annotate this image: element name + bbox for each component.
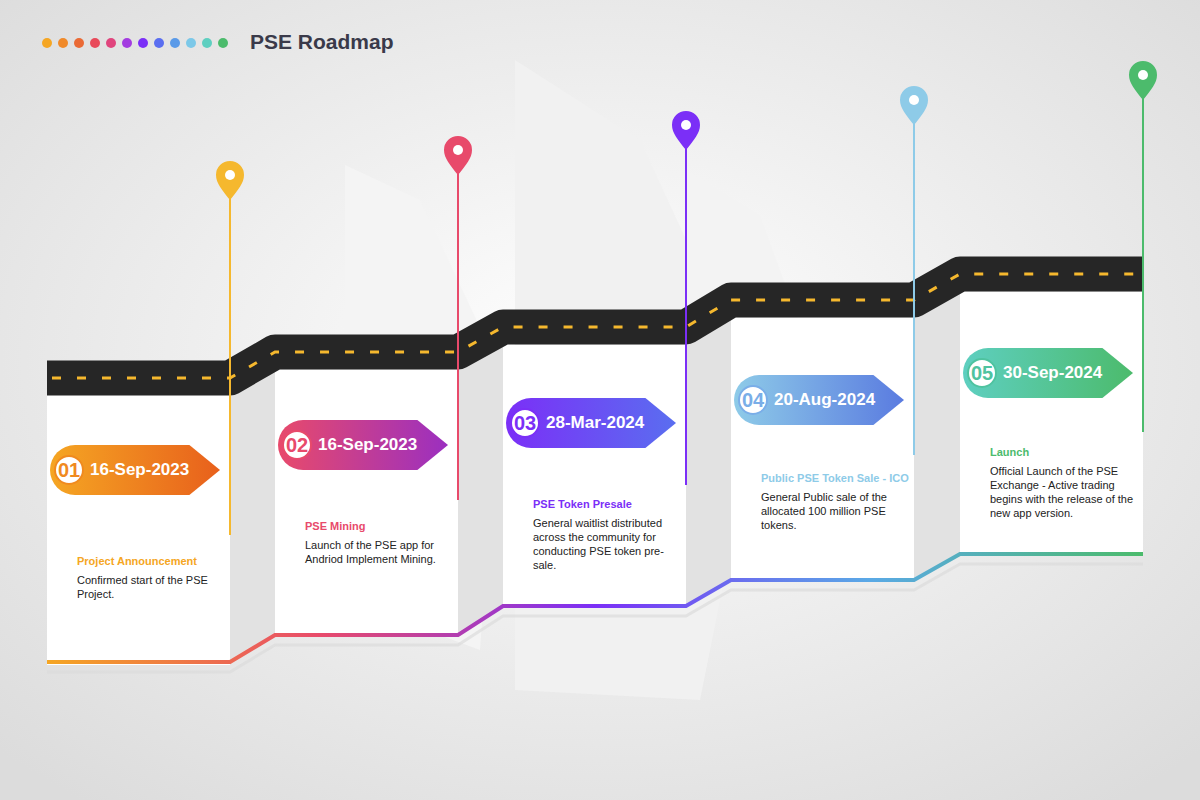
- date-arrow: 01 16-Sep-2023: [50, 445, 220, 495]
- step-heading: PSE Token Presale: [533, 498, 683, 510]
- step-description: General Public sale of the allocated 100…: [761, 490, 907, 532]
- roadmap-card: 01 16-Sep-2023Project AnnouncementConfirm…: [47, 395, 230, 662]
- step-heading: Public PSE Token Sale - ICO: [761, 472, 911, 484]
- step-date: 20-Aug-2024: [774, 390, 875, 410]
- diagram-title: PSE Roadmap: [250, 30, 394, 54]
- step-number: 04: [738, 385, 768, 415]
- step-number: 02: [282, 430, 312, 460]
- step-description: Launch of the PSE app for Andriod Implem…: [305, 538, 451, 566]
- date-arrow: 03 28-Mar-2024: [506, 398, 676, 448]
- roadmap-card: 04 20-Aug-2024Public PSE Token Sale - ICO…: [731, 318, 914, 580]
- step-description: Official Launch of the PSE Exchange - Ac…: [990, 464, 1136, 520]
- step-heading: Launch: [990, 446, 1140, 458]
- roadmap-card: 05 30-Sep-2024LaunchOfficial Launch of th…: [960, 292, 1143, 554]
- date-arrow: 04 20-Aug-2024: [734, 375, 904, 425]
- step-description: General waitlist distributed across the …: [533, 516, 679, 572]
- step-date: 28-Mar-2024: [546, 413, 644, 433]
- step-date: 16-Sep-2023: [90, 460, 189, 480]
- step-description: Confirmed start of the PSE Project.: [77, 573, 223, 601]
- step-date: 30-Sep-2024: [1003, 363, 1102, 383]
- step-heading: PSE Mining: [305, 520, 455, 532]
- step-number: 05: [967, 358, 997, 388]
- step-number: 03: [510, 408, 540, 438]
- roadmap-card: 03 28-Mar-2024PSE Token PresaleGeneral wa…: [503, 345, 686, 606]
- step-heading: Project Announcement: [77, 555, 227, 567]
- step-date: 16-Sep-2023: [318, 435, 417, 455]
- date-arrow: 02 16-Sep-2023: [278, 420, 448, 470]
- step-number: 01: [54, 455, 84, 485]
- roadmap-card: 02 16-Sep-2023PSE MiningLaunch of the PSE…: [275, 370, 458, 635]
- date-arrow: 05 30-Sep-2024: [963, 348, 1133, 398]
